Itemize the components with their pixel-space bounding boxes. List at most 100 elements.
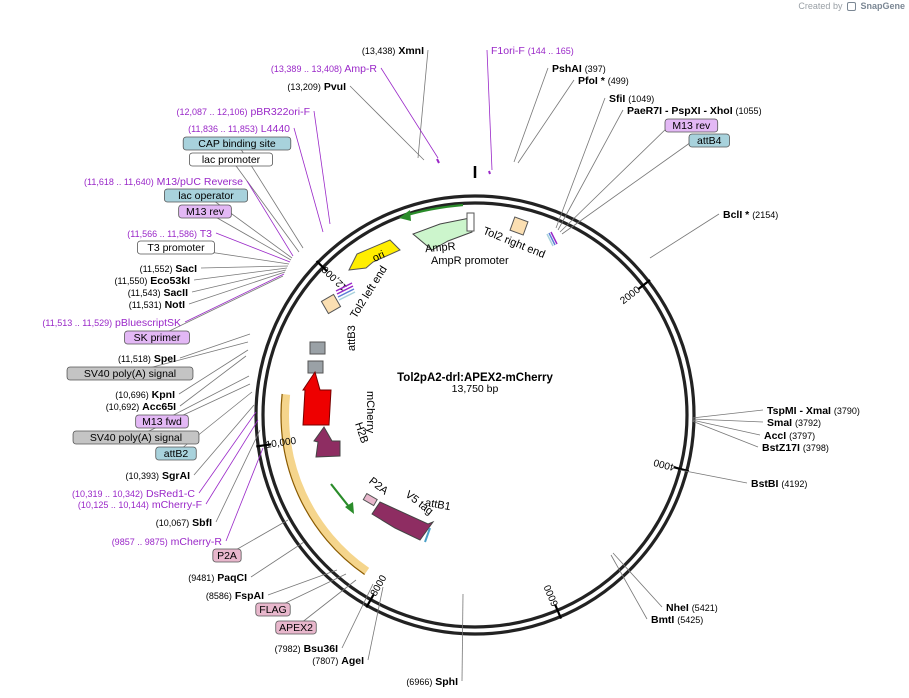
p2a-box xyxy=(362,492,378,507)
leader-line xyxy=(230,158,300,253)
ampr-promoter-box xyxy=(466,212,475,232)
tick-mark xyxy=(554,604,563,619)
callout-position: (499) xyxy=(608,76,629,86)
credit-prefix: Created by xyxy=(798,1,843,11)
feature-label-p2a: P2A xyxy=(366,475,390,498)
callout-text: (13,389 .. 13,408) Amp-R xyxy=(271,63,377,75)
callout-name: F1ori-F xyxy=(491,45,525,57)
callout-name: NotI xyxy=(165,299,185,311)
callout-name: Amp-R xyxy=(344,63,377,75)
callout-pbluescriptsk: (11,513 .. 11,529) pBluescriptSK xyxy=(42,317,181,329)
callout-pvui: (13,209) PvuI xyxy=(287,81,346,93)
leader-line xyxy=(250,541,305,578)
leader-line xyxy=(691,419,761,436)
callout-box-text: lac operator xyxy=(178,190,234,202)
callout-name: BstZ17I xyxy=(762,442,800,454)
callout-amp-r: (13,389 .. 13,408) Amp-R xyxy=(271,63,377,75)
leader-line xyxy=(313,110,331,225)
callout-xmni: (13,438) XmnI xyxy=(362,45,424,57)
callout-name: mCherry-R xyxy=(171,536,223,548)
callout-name: KpnI xyxy=(152,389,175,401)
callout-position: (11,618 .. 11,640) xyxy=(84,177,154,187)
orf-band-outline xyxy=(280,393,365,576)
callout-saci: (11,552) SacI xyxy=(140,263,197,275)
callout-name: T3 xyxy=(200,228,212,240)
callout-box xyxy=(163,188,248,203)
feature-label-attb1: attB1 xyxy=(424,497,451,513)
callout-paer7i-pspxi-xhoi: PaeR7I - PspXI - XhoI (1055) xyxy=(627,105,762,117)
callout-position: (144 .. 165) xyxy=(528,46,574,56)
callout-spei: (11,518) SpeI xyxy=(118,353,176,365)
leader-line xyxy=(341,583,374,649)
callout-position: (3792) xyxy=(795,418,821,428)
callout-text: (11,552) SacI xyxy=(140,263,197,275)
credit-brand: SnapGene xyxy=(860,1,905,11)
callout-position: (397) xyxy=(585,64,606,74)
leader-line xyxy=(225,447,264,542)
callout-name: BmtI xyxy=(651,614,674,626)
orf-band xyxy=(281,393,370,575)
plasmid-name: Tol2pA2-drl:APEX2-mCherry xyxy=(397,372,553,384)
tick-label: 12,000 xyxy=(320,263,350,293)
callout-box-text: SV40 poly(A) signal xyxy=(84,368,176,380)
callout-position: (4192) xyxy=(781,479,807,489)
callout-sv40-poly-a-signal: SV40 poly(A) signal xyxy=(72,430,200,445)
callout-box-text: attB4 xyxy=(697,135,722,147)
attb1-mark xyxy=(424,527,431,543)
callout-box-text: P2A xyxy=(217,550,237,562)
callout-flag: FLAG xyxy=(255,602,291,617)
callout-name: L4440 xyxy=(261,123,290,135)
callout-position: (13,209) xyxy=(287,82,321,92)
callout-text: (13,438) XmnI xyxy=(362,45,424,57)
callout-box-text: attB2 xyxy=(164,448,189,460)
callout-name: TspMI - XmaI xyxy=(767,405,831,417)
callout-mcherry-f: (10,125 .. 10,144) mCherry-F xyxy=(78,499,202,511)
callout-m13-rev: M13 rev xyxy=(664,118,719,133)
callout-position: (13,438) xyxy=(362,46,396,56)
callout-name: NheI xyxy=(666,602,689,614)
callout-text: (6966) SphI xyxy=(406,676,458,688)
callout-name: SmaI xyxy=(767,417,792,429)
callout-position: (11,518) xyxy=(118,354,151,364)
leader-line xyxy=(610,554,648,620)
callout-text: (9481) PaqCI xyxy=(188,572,247,584)
callout-sphi: (6966) SphI xyxy=(406,676,458,688)
tick-mark xyxy=(637,279,651,291)
callout-box xyxy=(664,118,719,133)
leader-line xyxy=(184,273,285,323)
leader-line xyxy=(178,349,249,395)
callout-sk-primer: SK primer xyxy=(124,330,190,345)
callout-name: pBluescriptSK xyxy=(115,317,181,329)
callout-text: (10,692) Acc65I xyxy=(106,401,176,413)
ori-arrow xyxy=(348,239,401,271)
callout-position: (6966) xyxy=(406,677,432,687)
tick-mark xyxy=(256,443,272,448)
callout-text: (7807) AgeI xyxy=(312,655,364,667)
callout-name: SacI xyxy=(175,263,197,275)
callout-position: (9857 .. 9875) xyxy=(112,537,168,547)
leader-line xyxy=(198,411,257,494)
plasmid-length: 13,750 bp xyxy=(452,383,499,395)
callout-text: (11,513 .. 11,529) pBluescriptSK xyxy=(42,317,181,329)
feature-label-attb3: attB3 xyxy=(346,325,358,351)
tick-mark xyxy=(315,260,329,273)
callout-position: (10,692) xyxy=(106,402,140,412)
callout-position: (13,389 .. 13,408) xyxy=(271,64,342,74)
callout-name: SacII xyxy=(163,287,188,299)
feature-label-ampr: AmpR xyxy=(425,241,457,256)
attb3-box-1 xyxy=(309,341,326,355)
callout-name: mCherry-F xyxy=(152,499,202,511)
callout-position: (10,067) xyxy=(156,518,190,528)
callout-t3: (11,566 .. 11,586) T3 xyxy=(127,228,212,240)
snapgene-credit: Created by SnapGene xyxy=(798,1,905,12)
callout-position: (3798) xyxy=(803,443,829,453)
feature-label-ori: ori xyxy=(371,249,387,265)
leader-line xyxy=(156,275,284,338)
callout-text: PaeR7I - PspXI - XhoI (1055) xyxy=(627,105,762,117)
tick-mark xyxy=(673,466,690,473)
callout-name: FspAI xyxy=(235,590,264,602)
callout-box-text: SK primer xyxy=(134,332,181,344)
callout-position: (11,513 .. 11,529) xyxy=(42,318,112,328)
callout-box xyxy=(137,240,215,255)
leader-line xyxy=(349,85,425,161)
